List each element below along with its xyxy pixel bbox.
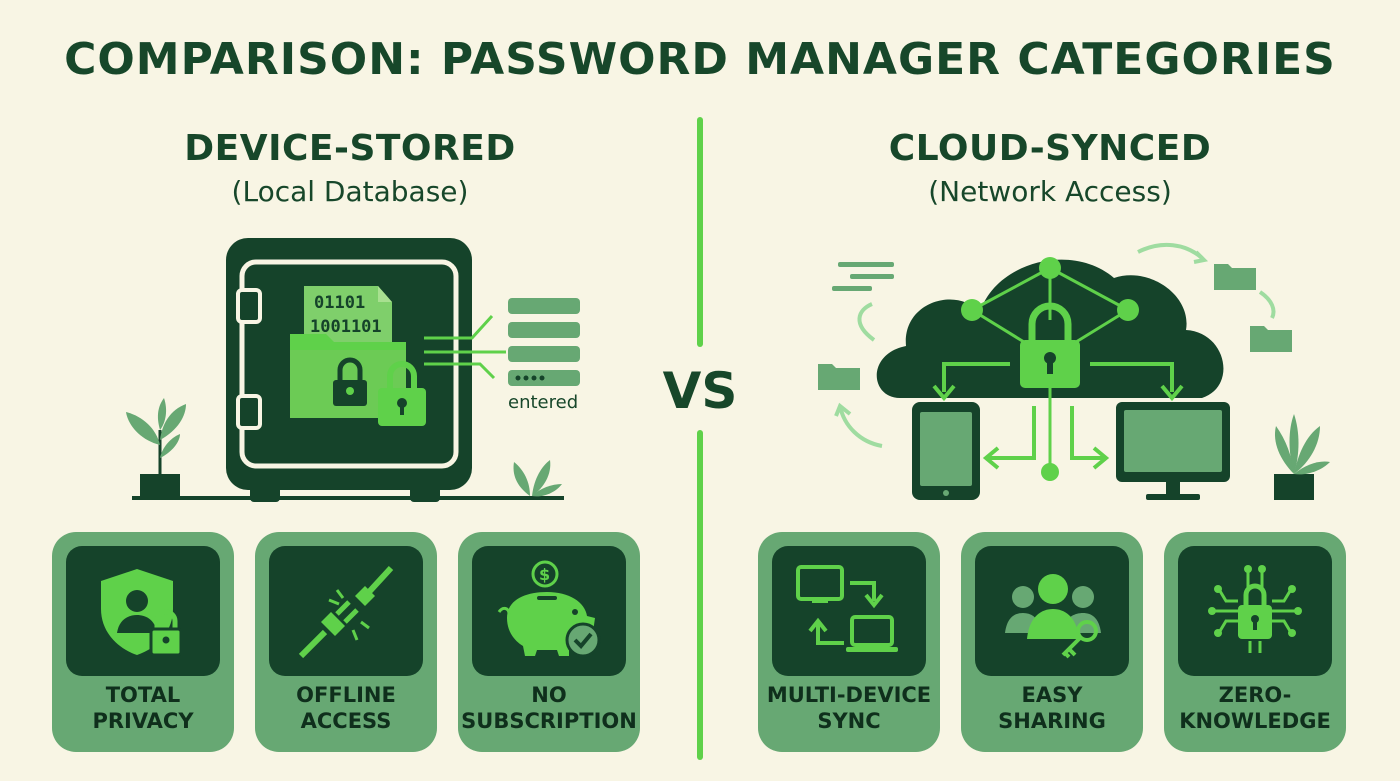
entered-caption: entered: [508, 392, 579, 413]
cloud-synced-subheading: (Network Access): [928, 175, 1172, 208]
unplugged-cable-icon: [298, 565, 394, 659]
folder-icon: [818, 264, 1292, 390]
page-title: COMPARISON: PASSWORD MANAGER CATEGORIES: [64, 34, 1336, 85]
binary-line-1: 01101: [314, 293, 365, 313]
cloud-synced-heading: CLOUD-SYNCED: [888, 128, 1212, 169]
password-fields-icon: [508, 298, 580, 386]
card-easy-sharing: EASY SHARING: [961, 532, 1143, 752]
card-label: OFFLINE ACCESS: [296, 683, 396, 733]
card-label: NO SUBSCRIPTION: [461, 683, 637, 733]
card-icon-box: [975, 546, 1129, 676]
card-label: MULTI-DEVICE SYNC: [766, 683, 932, 733]
device-stored-heading: DEVICE-STORED: [184, 128, 516, 169]
card-offline-access: OFFLINE ACCESS: [255, 532, 437, 752]
shield-user-lock-icon: [101, 569, 183, 657]
card-icon-box: [1178, 546, 1332, 676]
tablet-icon: [912, 402, 980, 500]
card-label: ZERO- KNOWLEDGE: [1179, 683, 1331, 733]
cloud-sync-illustration: [818, 242, 1330, 500]
people-key-icon: [1005, 574, 1101, 659]
plant-left-icon: [126, 398, 186, 498]
card-icon-box: [269, 546, 423, 676]
card-icon-box: $: [472, 546, 626, 676]
plant-icon: [1274, 414, 1330, 500]
vs-label: VS: [662, 362, 738, 420]
devices-sync-icon: [796, 565, 898, 652]
circuit-lock-icon: [1208, 565, 1302, 653]
card-icon-box: [66, 546, 220, 676]
card-multi-device-sync: MULTI-DEVICE SYNC: [758, 532, 940, 752]
center-divider-top: [697, 117, 703, 347]
card-no-subscription: $ NO SUBSCRIPTION: [458, 532, 640, 752]
device-stored-subheading: (Local Database): [231, 175, 469, 208]
monitor-icon: [1116, 402, 1230, 500]
network-nodes-icon: [961, 257, 1139, 344]
piggy-bank-check-icon: $: [497, 560, 601, 658]
local-vault-illustration: 01101 1001101: [126, 238, 580, 502]
safe-icon: 01101 1001101: [226, 238, 472, 502]
card-label: EASY SHARING: [998, 683, 1106, 733]
card-label: TOTAL PRIVACY: [92, 683, 194, 733]
card-total-privacy: TOTAL PRIVACY: [52, 532, 234, 752]
plant-right-icon: [513, 460, 562, 497]
card-zero-knowledge: ZERO- KNOWLEDGE: [1164, 532, 1346, 752]
center-divider-bottom: [697, 430, 703, 760]
lock-icon: [1020, 302, 1080, 388]
card-icon-box: [772, 546, 926, 676]
binary-line-2: 1001101: [310, 317, 382, 337]
svg-text:$: $: [539, 565, 550, 584]
